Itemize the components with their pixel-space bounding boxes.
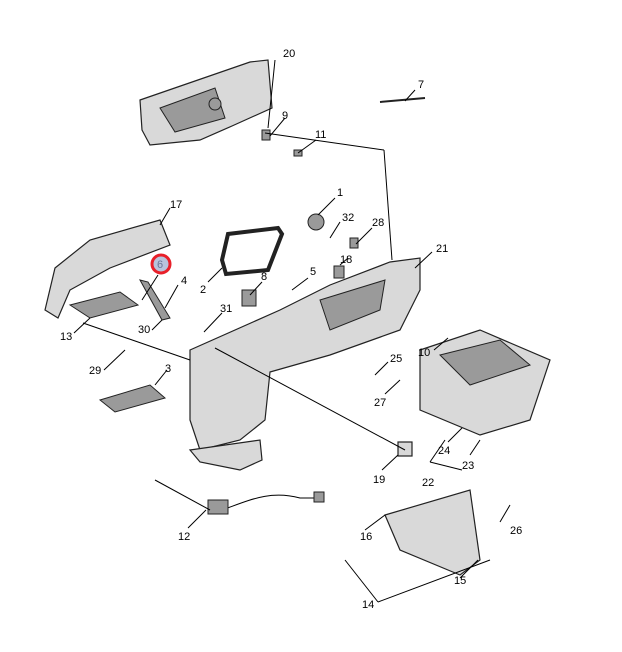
callout-5[interactable]: 5 <box>310 266 316 278</box>
callout-14[interactable]: 14 <box>362 599 374 611</box>
part-18-latch <box>333 265 345 279</box>
part-8-bushing <box>241 289 257 307</box>
callout-31[interactable]: 31 <box>220 303 232 315</box>
callout-1[interactable]: 1 <box>337 187 343 199</box>
callout-30[interactable]: 30 <box>138 324 150 336</box>
part-9-clip <box>261 129 271 141</box>
part-13-mat <box>68 291 140 319</box>
callout-25[interactable]: 25 <box>390 353 402 365</box>
callout-21[interactable]: 21 <box>436 243 448 255</box>
leader-lines <box>73 59 511 603</box>
callout-labels: 20 7 9 11 17 1 32 28 21 6 4 2 8 5 18 13 … <box>60 48 522 611</box>
callout-22[interactable]: 22 <box>422 477 434 489</box>
callout-20[interactable]: 20 <box>283 48 295 60</box>
callout-9[interactable]: 9 <box>282 110 288 122</box>
part-1-motor <box>307 213 325 231</box>
callout-10[interactable]: 10 <box>418 347 430 359</box>
callout-11[interactable]: 11 <box>315 129 326 141</box>
callout-19[interactable]: 19 <box>373 474 385 486</box>
callout-3[interactable]: 3 <box>165 363 171 375</box>
part-17-trim <box>44 219 171 319</box>
callout-13[interactable]: 13 <box>60 331 72 343</box>
callout-2[interactable]: 2 <box>200 284 206 296</box>
callout-27[interactable]: 27 <box>374 397 386 409</box>
callout-24[interactable]: 24 <box>438 445 450 457</box>
callout-16[interactable]: 16 <box>360 531 372 543</box>
callout-23[interactable]: 23 <box>462 460 474 472</box>
callout-8[interactable]: 8 <box>261 271 267 283</box>
part-4-bracket <box>139 279 171 321</box>
part-28-clip <box>349 237 359 249</box>
callout-7[interactable]: 7 <box>418 79 424 91</box>
part-3-mat <box>98 384 167 413</box>
callout-17[interactable]: 17 <box>170 199 182 211</box>
part-19-plate <box>397 441 413 457</box>
part-20-panel <box>139 59 273 146</box>
callout-29[interactable]: 29 <box>89 365 101 377</box>
part-7-rod <box>379 97 426 103</box>
callout-6[interactable]: 6 <box>157 259 163 271</box>
callout-4[interactable]: 4 <box>181 275 187 287</box>
highlighted-callout-ring[interactable] <box>150 253 172 275</box>
part-12-harness <box>221 494 318 511</box>
callout-15[interactable]: 15 <box>454 575 466 587</box>
callout-32[interactable]: 32 <box>342 212 354 224</box>
callout-18[interactable]: 18 <box>340 254 352 266</box>
part-21-body <box>189 257 421 451</box>
part-2-seal <box>219 225 285 277</box>
callout-12[interactable]: 12 <box>178 531 190 543</box>
callout-28[interactable]: 28 <box>372 217 384 229</box>
part-16-bracket <box>384 489 481 576</box>
callout-26[interactable]: 26 <box>510 525 522 537</box>
